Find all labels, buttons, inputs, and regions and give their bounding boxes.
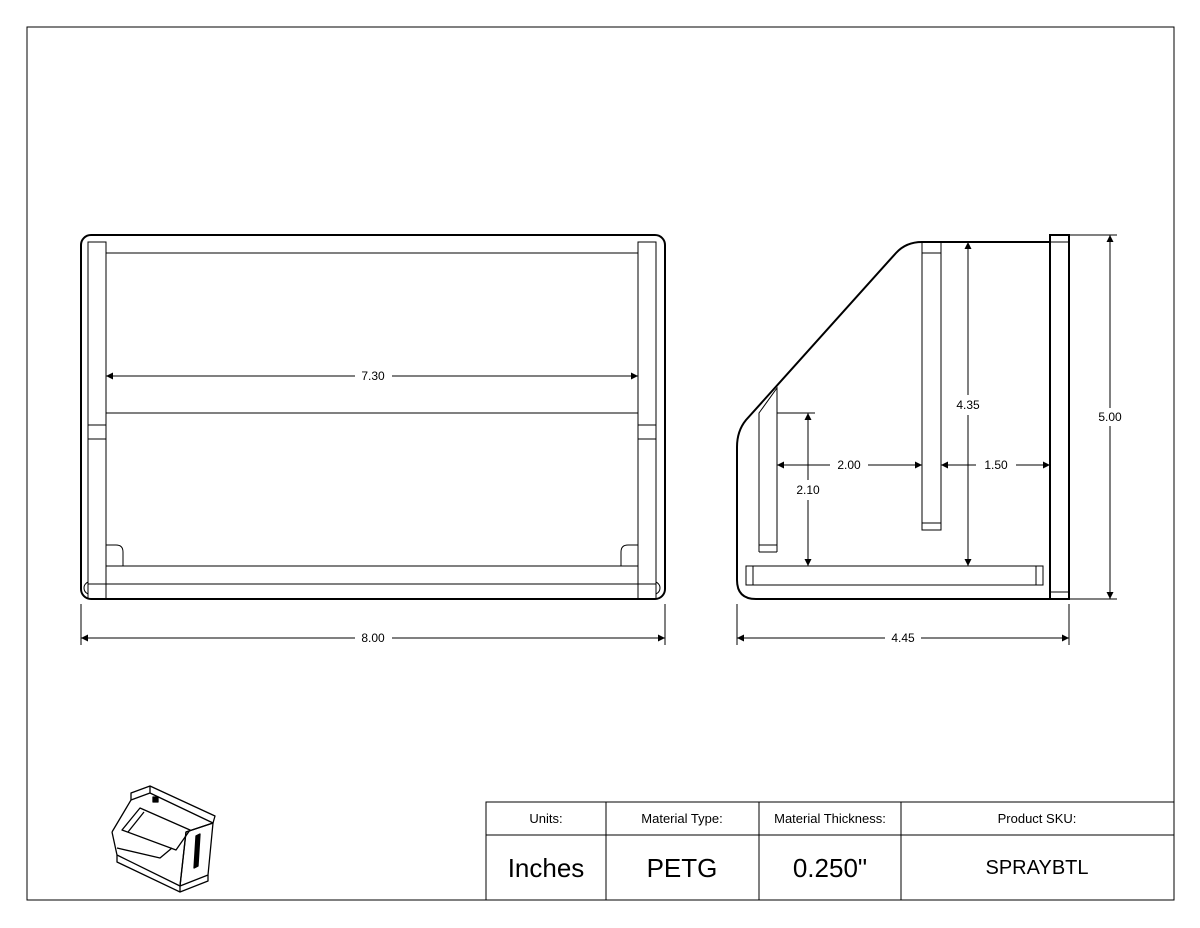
dim-side-depth: 4.45 [736,604,1070,645]
dim-front-inner-width: 7.30 [106,369,638,383]
dim-7-30-label: 7.30 [361,369,385,383]
isometric-view [111,785,216,893]
dim-front-to-divider: 2.00 [777,458,922,472]
title-block: Units: Material Type: Material Thickness… [485,801,1175,901]
dim-divider-height: 4.35 [941,241,980,566]
product-sku-value: SPRAYBTL [986,857,1089,879]
dim-8-00-label: 8.00 [361,631,385,645]
units-label: Units: [529,811,562,826]
dim-5-00-label: 5.00 [1098,410,1122,424]
material-thickness-value: 0.250" [793,853,867,883]
dim-front-overall-width: 8.00 [80,604,666,645]
material-type-label: Material Type: [641,811,722,826]
dim-2-00-label: 2.00 [837,458,861,472]
dim-2-10-label: 2.10 [796,483,820,497]
dim-1-50-label: 1.50 [984,458,1008,472]
dim-4-45-label: 4.45 [891,631,915,645]
dim-divider-to-back: 1.50 [941,458,1050,472]
dim-4-35-label: 4.35 [956,398,980,412]
material-type-value: PETG [647,853,718,883]
units-value: Inches [508,853,585,883]
material-thickness-label: Material Thickness: [774,811,886,826]
dim-side-height: 5.00 [1069,234,1122,600]
side-view [736,234,1070,600]
front-view [80,234,666,600]
product-sku-label: Product SKU: [998,811,1077,826]
dim-front-wall-height: 2.10 [777,412,820,566]
